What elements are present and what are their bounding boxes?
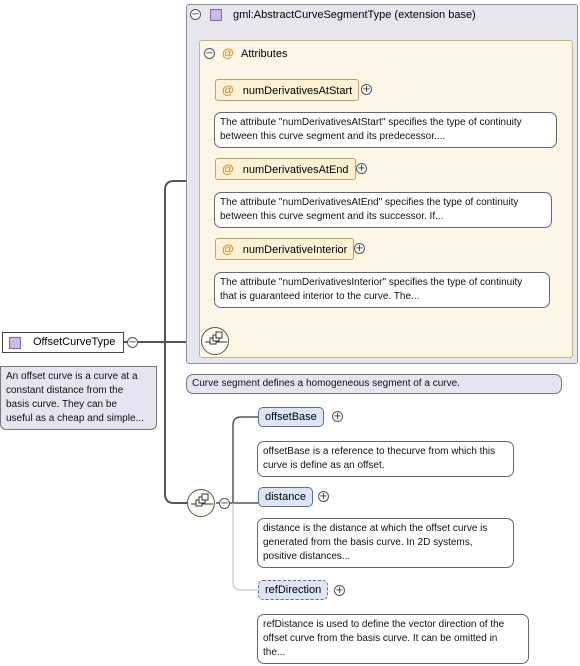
doc-line: curve is define as an offset.	[263, 460, 385, 471]
sequence-compositor-icon[interactable]	[201, 327, 229, 355]
root-type-name: OffsetCurveType	[33, 336, 116, 348]
collapse-toggle-extension[interactable]: −	[190, 9, 201, 20]
sequence-icon	[205, 331, 227, 345]
doc-line: refDistance is used to define the vector…	[263, 619, 505, 630]
expand-toggle-offsetBase[interactable]: +	[332, 411, 343, 422]
attribute-at-icon: @	[222, 46, 234, 60]
root-type-doc: An offset curve is a curve at a constant…	[0, 366, 157, 430]
attribute-at-icon: @	[222, 162, 234, 176]
doc-line: generated from the basis curve. In 2D sy…	[263, 537, 473, 548]
expand-toggle-refDirection[interactable]: +	[334, 585, 345, 596]
attribute-numDerivativesAtEnd[interactable]: @ numDerivativesAtEnd	[215, 158, 356, 180]
doc-line: distance is the distance at which the of…	[263, 523, 488, 534]
attribute-at-icon: @	[222, 242, 234, 256]
doc-line: The attribute "numDerivativesInterior" s…	[220, 277, 523, 288]
doc-line: The attribute "numDerivativesAtEnd" spec…	[220, 197, 519, 208]
doc-line: between this curve segment and its prede…	[220, 131, 446, 142]
root-type-box[interactable]: OffsetCurveType	[2, 332, 124, 353]
attribute-doc: The attribute "numDerivativesAtStart" sp…	[214, 112, 557, 148]
complex-type-icon	[210, 9, 222, 21]
doc-line: basis curve. They can be	[6, 399, 117, 410]
attributes-title: Attributes	[241, 48, 288, 60]
attribute-label: numDerivativeInterior	[242, 244, 348, 256]
doc-line: offsetBase is a reference to thecurve fr…	[263, 446, 496, 457]
element-doc: refDistance is used to define the vector…	[257, 614, 529, 664]
doc-line: An offset curve is a curve at a	[6, 371, 138, 382]
doc-line: between this curve segment and its succe…	[220, 211, 444, 222]
attribute-doc: The attribute "numDerivativesAtEnd" spec…	[214, 192, 552, 228]
extension-base-doc: Curve segment defines a homogeneous segm…	[186, 374, 562, 394]
attribute-label: numDerivativesAtEnd	[242, 164, 349, 176]
attribute-numDerivativeInterior[interactable]: @ numDerivativeInterior	[215, 238, 355, 260]
collapse-toggle-root[interactable]: −	[127, 337, 138, 348]
element-doc: offsetBase is a reference to thecurve fr…	[257, 441, 514, 477]
doc-line: useful as a cheap and simple...	[6, 413, 144, 424]
doc-line: The attribute "numDerivativesAtStart" sp…	[220, 117, 522, 128]
expand-toggle-numDerivativesAtEnd[interactable]: +	[356, 163, 367, 174]
expand-toggle-numDerivativesAtStart[interactable]: +	[361, 84, 372, 95]
doc-line: the...	[263, 647, 286, 658]
expand-toggle-distance[interactable]: +	[318, 491, 329, 502]
sequence-icon	[191, 493, 213, 507]
collapse-toggle-attributes[interactable]: −	[204, 48, 215, 59]
complex-type-icon	[9, 337, 21, 349]
attribute-numDerivativesAtStart[interactable]: @ numDerivativesAtStart	[215, 79, 360, 101]
collapse-toggle-sequence[interactable]: −	[219, 498, 230, 509]
expand-toggle-numDerivativeInterior[interactable]: +	[354, 243, 365, 254]
element-doc: distance is the distance at which the of…	[257, 518, 514, 568]
doc-line: positive distances...	[263, 551, 351, 562]
sequence-compositor-icon[interactable]	[187, 489, 215, 517]
extension-base-title: gml:AbstractCurveSegmentType (extension …	[233, 9, 476, 21]
element-distance[interactable]: distance	[258, 487, 313, 507]
doc-line: that is guaranteed interior to the curve…	[220, 291, 420, 302]
attribute-at-icon: @	[222, 83, 234, 97]
attribute-doc: The attribute "numDerivativesInterior" s…	[214, 272, 550, 308]
doc-line: constant distance from the	[6, 385, 124, 396]
attribute-label: numDerivativesAtStart	[242, 85, 353, 97]
element-refDirection[interactable]: refDirection	[258, 580, 329, 600]
doc-line: offset curve from the basis curve. It ca…	[263, 633, 498, 644]
element-offsetBase[interactable]: offsetBase	[258, 407, 324, 427]
